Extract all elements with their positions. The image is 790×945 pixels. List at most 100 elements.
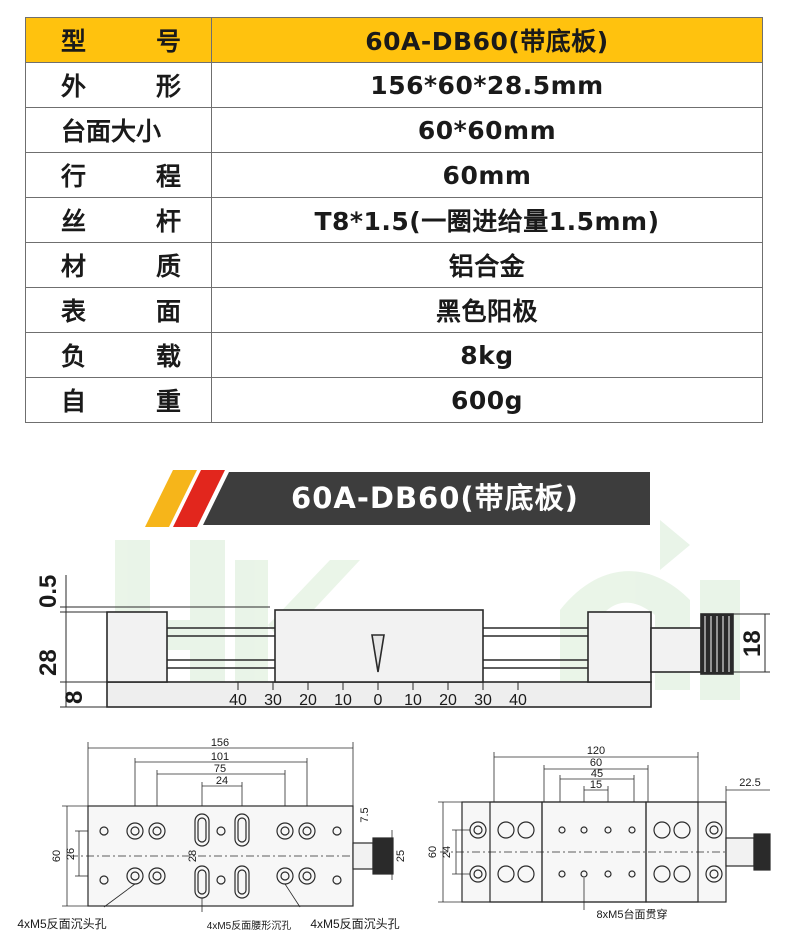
scale-label: 10 [334, 692, 352, 709]
dim-28: 28 [187, 850, 199, 862]
knob-grip [700, 613, 734, 675]
dim-24v: 24 [441, 846, 453, 858]
spec-row: 表面 黑色阳极 [25, 287, 763, 333]
spec-row: 材质 铝合金 [25, 242, 763, 288]
scale-label: 0 [374, 692, 383, 709]
banner-bar [203, 472, 650, 525]
spec-label-char: 自 [61, 388, 87, 416]
dim-22-5: 22.5 [739, 777, 760, 789]
section-banner [145, 470, 650, 527]
spec-value: 60mm [211, 152, 763, 198]
pointer-triangle [371, 634, 385, 673]
banner-title: 60A-DB60(带底板) [291, 481, 579, 515]
spec-row: 台面大小 60*60mm [25, 107, 763, 153]
spec-label-char: 行 [61, 163, 87, 191]
spec-label: 行程 [61, 157, 181, 193]
spec-row: 外形 156*60*28.5mm [25, 62, 763, 108]
dim-knob: 18 [739, 630, 766, 657]
spec-label: 丝杆 [61, 202, 181, 238]
spec-label-char: 质 [155, 253, 181, 281]
carriage [274, 609, 484, 683]
watermark-logo [115, 520, 740, 700]
spec-label-char: 载 [155, 343, 181, 371]
scale-label: 30 [264, 692, 282, 709]
spec-header-row: 型号 60A-DB60(带底板) [25, 17, 763, 63]
spec-label-cell: 负载 [25, 332, 212, 378]
dim-25: 25 [395, 850, 407, 862]
note-through: 8xM5台面贯穿 [597, 907, 668, 921]
knob-grip [753, 833, 771, 871]
spec-label-char: 重 [155, 388, 181, 416]
dim-lines [438, 752, 770, 903]
spec-table: 型号 60A-DB60(带底板) 外形 156*60*28.5mm 台面大小 6… [25, 17, 763, 423]
knob-shaft [725, 837, 755, 867]
spec-label: 外形 [61, 67, 181, 103]
dim-60v: 60 [427, 846, 439, 858]
spec-header-value: 60A-DB60(带底板) [211, 17, 763, 63]
scale-label: 40 [229, 692, 247, 709]
spec-label: 台面大小 [61, 118, 162, 146]
knob-knurl [704, 616, 730, 672]
spec-label-char: 丝 [61, 208, 87, 236]
banner-stripe-yellow [145, 470, 197, 527]
dim-7-5: 7.5 [359, 807, 371, 822]
dim-60: 60 [51, 850, 63, 862]
dim-height: 28 [35, 649, 62, 676]
spec-value: 8kg [211, 332, 763, 378]
spec-label-char: 号 [155, 28, 181, 56]
spec-label-cell: 台面大小 [25, 107, 212, 153]
spec-header-label-cell: 型号 [25, 17, 212, 63]
dim-45: 45 [591, 768, 603, 780]
hole-group [469, 821, 723, 883]
carriage-table [541, 801, 647, 903]
side-view [60, 575, 770, 708]
scale-labels: 40 30 20 10 0 10 20 30 40 [229, 692, 527, 709]
spec-label: 表面 [61, 292, 181, 328]
spec-header-label: 型号 [61, 22, 181, 58]
spec-label-cell: 外形 [25, 62, 212, 108]
dim-15: 15 [590, 779, 602, 791]
dim-120: 120 [587, 745, 605, 757]
spec-value: 黑色阳极 [211, 287, 763, 333]
spec-label-cell: 丝杆 [25, 197, 212, 243]
base-plate [106, 681, 652, 708]
spec-label-char: 程 [155, 163, 181, 191]
spec-label-cell: 材质 [25, 242, 212, 288]
spec-row: 自重 600g [25, 377, 763, 423]
dim-101: 101 [211, 751, 229, 763]
note-slot: 4xM5反面腰形沉孔 [207, 919, 291, 932]
right-end-block [587, 611, 652, 683]
spec-value: 156*60*28.5mm [211, 62, 763, 108]
spec-label-char: 杆 [155, 208, 181, 236]
left-end-block [106, 611, 168, 683]
plate-outline [461, 801, 727, 903]
dim-base: 8 [61, 691, 88, 704]
scale-label: 20 [299, 692, 317, 709]
spec-label-cell: 表面 [25, 287, 212, 333]
note-counterbore-right: 4xM5反面沉头孔 [310, 917, 399, 931]
spec-label-char: 形 [155, 73, 181, 101]
dim-26: 26 [65, 848, 77, 860]
scale-label: 20 [439, 692, 457, 709]
dim-24: 24 [216, 775, 228, 787]
spec-label-cell: 自重 [25, 377, 212, 423]
right-block [645, 801, 699, 903]
note-counterbore-left: 4xM5反面沉头孔 [17, 917, 106, 931]
dim-156: 156 [211, 737, 229, 749]
spec-value: 60*60mm [211, 107, 763, 153]
dim-75: 75 [214, 763, 226, 775]
spec-label-char: 外 [61, 73, 87, 101]
scale-ticks [237, 682, 519, 690]
spec-label-cell: 行程 [25, 152, 212, 198]
scale-label: 40 [509, 692, 527, 709]
slot-group [194, 813, 250, 899]
spec-label-char: 型 [61, 28, 87, 56]
leader-line [284, 883, 301, 908]
spec-value: 铝合金 [211, 242, 763, 288]
plate-outline [87, 805, 354, 907]
dim-lines [62, 742, 393, 907]
spec-row: 行程 60mm [25, 152, 763, 198]
knob-shaft [352, 842, 374, 870]
spec-row: 负载 8kg [25, 332, 763, 378]
knob-shaft [650, 627, 702, 673]
